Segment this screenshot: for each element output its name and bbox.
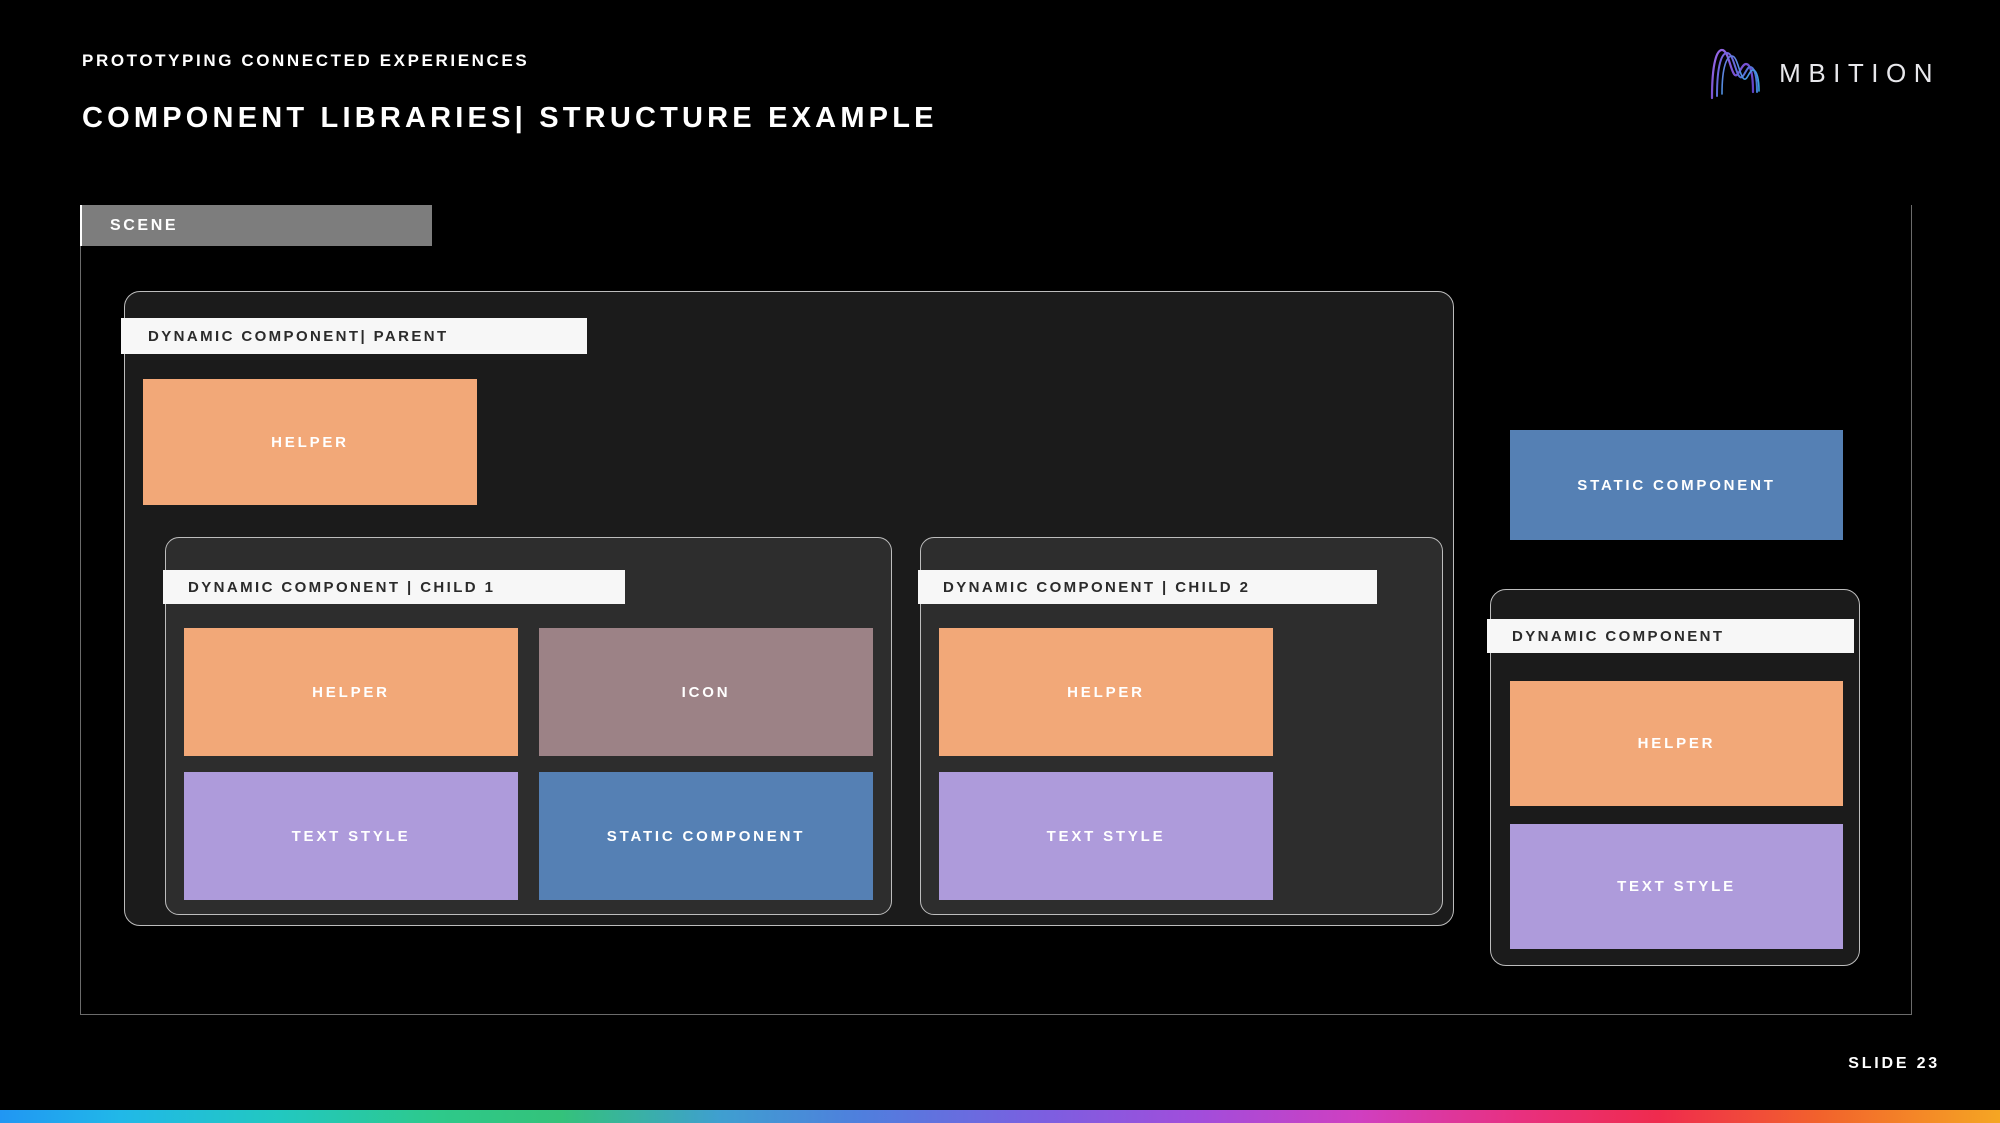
box-child2-text-style[interactable]: TEXT STYLE [939,772,1273,900]
panel-tag-child-1: DYNAMIC COMPONENT | CHILD 1 [163,570,625,604]
panel-tag-child-2: DYNAMIC COMPONENT | CHILD 2 [918,570,1377,604]
box-child1-icon[interactable]: ICON [539,628,873,756]
scene-container [80,205,1912,1015]
box-child1-helper[interactable]: HELPER [184,628,518,756]
box-standalone-text-style[interactable]: TEXT STYLE [1510,824,1843,949]
brand-wordmark: MBITION [1779,57,1940,88]
slide-header: PROTOTYPING CONNECTED EXPERIENCES COMPON… [0,0,2000,160]
box-standalone-helper[interactable]: HELPER [1510,681,1843,806]
brand-gradient-bar [0,1110,2000,1123]
brand-logo: MBITION [1703,42,1940,104]
scene-label-bar: SCENE [80,205,432,246]
page-title: COMPONENT LIBRARIES| STRUCTURE EXAMPLE [82,102,938,134]
box-standalone-static-component[interactable]: STATIC COMPONENT [1510,430,1843,540]
deck-eyebrow-label: PROTOTYPING CONNECTED EXPERIENCES [82,51,530,70]
panel-tag-standalone: DYNAMIC COMPONENT [1487,619,1854,653]
box-child2-helper[interactable]: HELPER [939,628,1273,756]
slide-number: SLIDE 23 [1848,1055,1940,1072]
panel-tag-parent: DYNAMIC COMPONENT| PARENT [121,318,587,354]
scene-label-text: SCENE [110,216,179,234]
box-child1-static-component[interactable]: STATIC COMPONENT [539,772,873,900]
mbition-wave-mark [1711,48,1760,100]
box-child1-text-style[interactable]: TEXT STYLE [184,772,518,900]
box-parent-helper[interactable]: HELPER [143,379,477,505]
